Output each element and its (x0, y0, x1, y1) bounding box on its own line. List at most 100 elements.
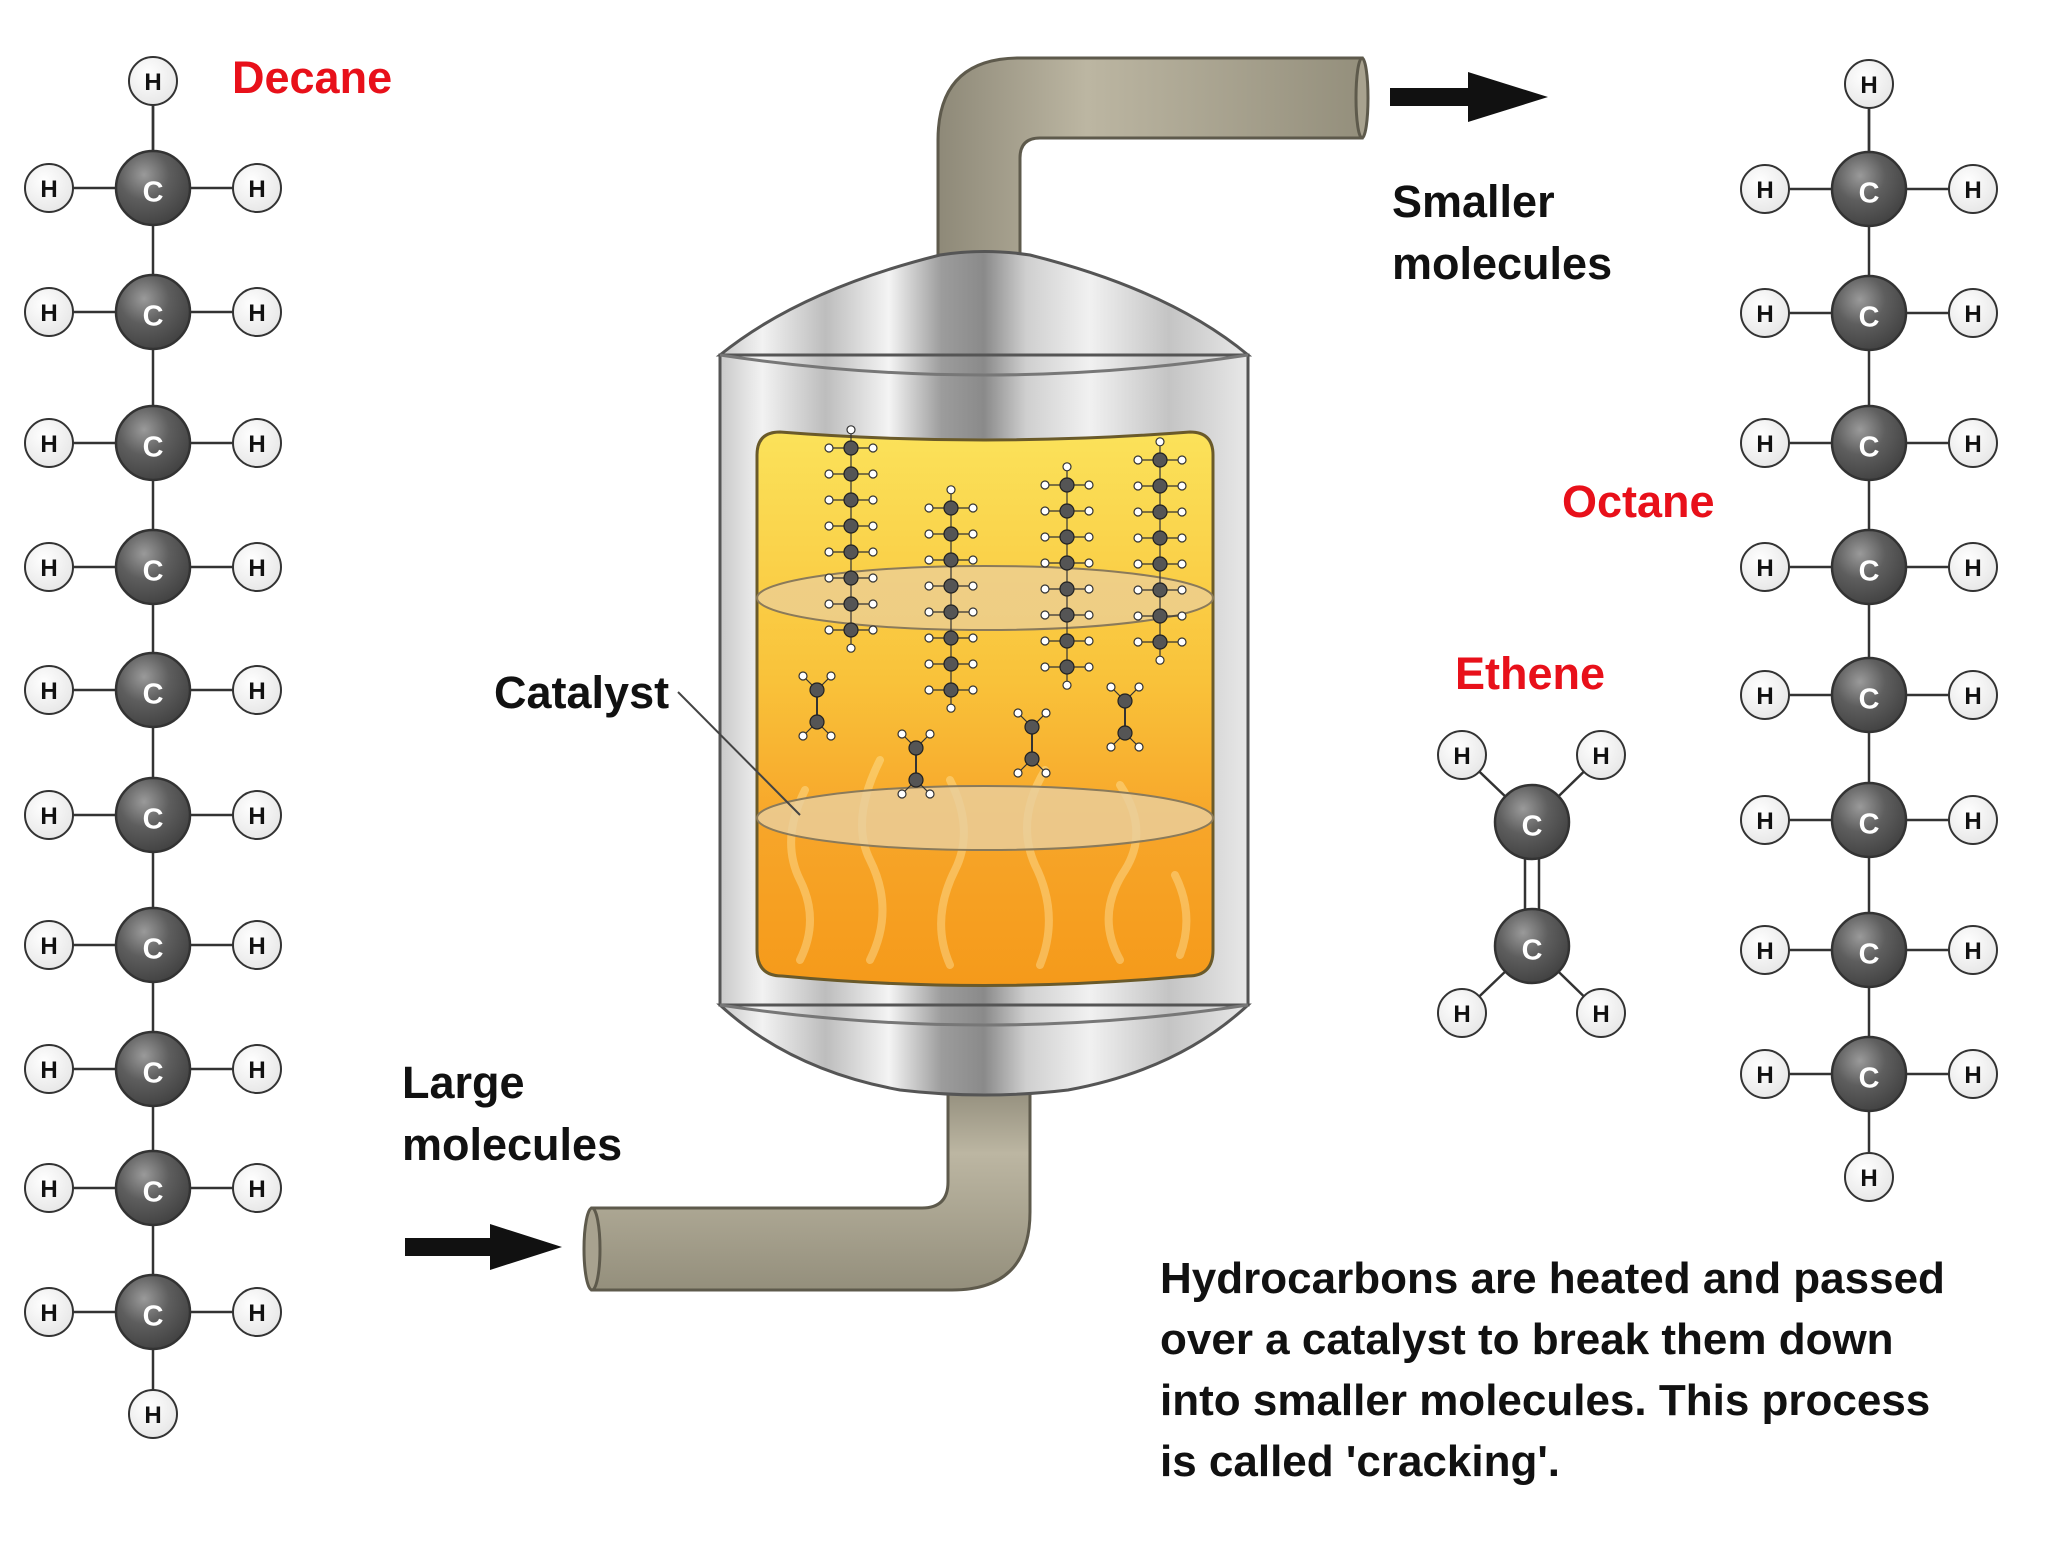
reactor-liquid (755, 430, 1215, 987)
svg-text:H: H (1964, 301, 1981, 328)
carbon-atom: C (114, 1149, 192, 1227)
hydrogen-atom: H (24, 287, 74, 337)
svg-text:H: H (1964, 555, 1981, 582)
svg-text:C: C (1522, 810, 1543, 842)
arrow-in-icon (405, 1224, 562, 1270)
hydrogen-atom: H (1948, 670, 1998, 720)
svg-text:H: H (40, 300, 57, 327)
smaller-molecules-label-line2: molecules (1392, 238, 1613, 289)
description-line: Hydrocarbons are heated and passed (1160, 1254, 1945, 1303)
carbon-atom: C (1830, 781, 1908, 859)
hydrogen-atom: H (24, 1044, 74, 1094)
smaller-molecules-label-line1: Smaller (1392, 176, 1555, 227)
svg-text:H: H (40, 803, 57, 830)
carbon-atom: C (1830, 1035, 1908, 1113)
mini-ethene (1013, 708, 1051, 778)
svg-text:H: H (1756, 683, 1773, 710)
reactor-base (716, 1003, 1252, 1097)
svg-text:H: H (1756, 177, 1773, 204)
svg-text:H: H (1453, 1001, 1470, 1028)
svg-text:C: C (1859, 1062, 1880, 1094)
mini-chain (1040, 462, 1094, 690)
svg-text:H: H (1756, 555, 1773, 582)
hydrogen-atom: H (1740, 288, 1790, 338)
mini-molecules (798, 425, 1187, 799)
arrow-out-icon (1390, 72, 1548, 122)
svg-text:H: H (1756, 1062, 1773, 1089)
svg-text:H: H (248, 1057, 265, 1084)
hydrogen-atom: H (1740, 795, 1790, 845)
carbon-atom: C (1493, 783, 1571, 861)
octane-label: Octane (1562, 476, 1715, 527)
svg-text:H: H (1860, 72, 1877, 99)
svg-text:C: C (143, 1300, 164, 1332)
svg-text:H: H (40, 678, 57, 705)
hydrogen-atom: H (1948, 288, 1998, 338)
carbon-atom: C (114, 776, 192, 854)
hydrogen-atom: H (1740, 418, 1790, 468)
hydrogen-atom: H (1948, 542, 1998, 592)
reactor-dome (715, 250, 1253, 357)
svg-text:H: H (1592, 743, 1609, 770)
svg-text:H: H (1592, 1001, 1609, 1028)
hydrogen-atom: H (1576, 988, 1626, 1038)
svg-text:H: H (248, 431, 265, 458)
svg-text:H: H (1860, 1165, 1877, 1192)
hydrogen-atom: H (232, 920, 282, 970)
hydrogen-atom: H (24, 542, 74, 592)
hydrogen-atom: H (1948, 418, 1998, 468)
hydrogen-atom: H (1740, 925, 1790, 975)
hydrogen-atom: H (1437, 988, 1487, 1038)
carbon-atom: C (1830, 404, 1908, 482)
hydrogen-atom: H (232, 1163, 282, 1213)
carbon-atom: C (114, 651, 192, 729)
svg-text:C: C (1859, 431, 1880, 463)
ethene-molecule: H H H H C C (1437, 730, 1626, 1038)
hydrogen-atom: H (1437, 730, 1487, 780)
mini-chain (924, 485, 978, 713)
hydrogen-atom: H (232, 790, 282, 840)
svg-text:H: H (40, 1176, 57, 1203)
carbon-atom: C (1830, 656, 1908, 734)
hydrogen-atom: H (128, 1389, 178, 1439)
mini-ethene (798, 671, 836, 741)
svg-text:C: C (1859, 683, 1880, 715)
svg-text:H: H (144, 69, 161, 96)
carbon-atom: C (114, 906, 192, 984)
mini-ethene (1106, 682, 1144, 752)
svg-text:H: H (248, 1300, 265, 1327)
hydrogen-atom: H (1844, 59, 1894, 109)
hydrogen-atom: H (24, 1163, 74, 1213)
svg-text:C: C (1859, 808, 1880, 840)
hydrogen-atom: H (232, 1044, 282, 1094)
svg-text:H: H (1964, 177, 1981, 204)
mini-chain (824, 425, 878, 653)
svg-text:C: C (1522, 934, 1543, 966)
svg-text:C: C (143, 678, 164, 710)
mini-ethene (897, 729, 935, 799)
carbon-atom: C (114, 273, 192, 351)
svg-text:C: C (143, 803, 164, 835)
mini-chain (1133, 437, 1187, 665)
svg-text:H: H (1756, 431, 1773, 458)
svg-text:C: C (143, 1057, 164, 1089)
description-line: into smaller molecules. This process (1160, 1376, 1931, 1425)
svg-text:H: H (1756, 808, 1773, 835)
carbon-atom: C (1830, 150, 1908, 228)
hydrogen-atom: H (232, 1287, 282, 1337)
hydrogen-atom: H (1844, 1152, 1894, 1202)
svg-text:H: H (1964, 808, 1981, 835)
svg-text:H: H (1964, 683, 1981, 710)
carbon-atom: C (114, 528, 192, 606)
catalyst-layer-lower (756, 785, 1214, 851)
process-description: Hydrocarbons are heated and passed over … (1160, 1248, 2040, 1492)
svg-text:C: C (143, 1176, 164, 1208)
svg-text:H: H (40, 1057, 57, 1084)
hydrogen-atom: H (1948, 1049, 1998, 1099)
svg-text:C: C (1859, 301, 1880, 333)
catalyst-leader-line (677, 691, 801, 816)
hydrogen-atom: H (1948, 795, 1998, 845)
svg-text:H: H (248, 678, 265, 705)
